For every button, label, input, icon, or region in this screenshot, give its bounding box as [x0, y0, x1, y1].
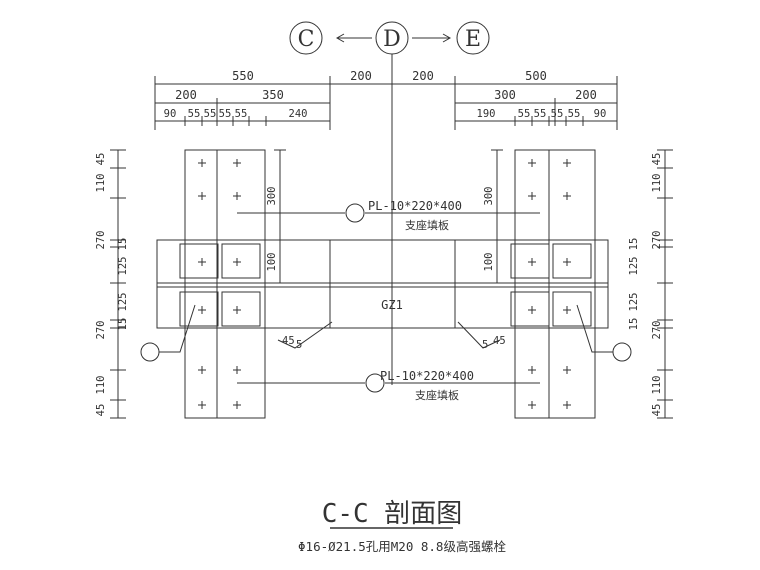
- dim-side-right-7: 15: [628, 318, 640, 331]
- bolt-hole-icon: [528, 366, 536, 374]
- bolt-hole-icon: [563, 366, 571, 374]
- right-end-plate: [514, 149, 596, 419]
- dim-side-left-9: 45: [95, 404, 107, 417]
- dim-right-row3-d: 55: [551, 108, 564, 120]
- dim-left-row2-a: 200: [175, 88, 197, 102]
- bolt-hole-icon: [198, 258, 206, 266]
- dim-side-right-1: 110: [651, 174, 663, 193]
- dim-side-right-6: 125: [628, 293, 640, 312]
- dim-right-row3-f: 90: [594, 108, 607, 120]
- grid-bubble-c: [289, 21, 323, 55]
- dim-right-row2-a: 300: [494, 88, 516, 102]
- bolt-hole-icon: [528, 258, 536, 266]
- grid-label-e: E: [465, 27, 481, 52]
- dim-left-row3-e: 55: [235, 108, 248, 120]
- bolt-hole-icon: [198, 401, 206, 409]
- bolt-hole-icon: [233, 366, 241, 374]
- bolt-hole-icon: [198, 159, 206, 167]
- dim-right-row3-a: 190: [477, 108, 496, 120]
- dim-left-row3-d: 55: [219, 108, 232, 120]
- dim-side-left-8: 270: [95, 321, 107, 340]
- plate-upper-sub: 支座填板: [405, 218, 449, 232]
- bolt-hole-icon: [528, 192, 536, 200]
- column-label: GZ1: [381, 298, 403, 312]
- plate-lower-label: PL-10*220*400: [380, 369, 474, 383]
- dim-inner-left-300: 300: [266, 187, 278, 206]
- bolt-hole-icon: [528, 401, 536, 409]
- weld-left-size: 5: [296, 339, 302, 351]
- bolt-note: Φ16-Ø21.5孔用M20 8.8级高强螺栓: [298, 539, 506, 554]
- section-title: C-C 剖面图: [322, 499, 463, 529]
- dim-inner-left-100: 100: [266, 253, 278, 272]
- left-end-plate: [184, 149, 266, 419]
- grid-label-c: C: [298, 27, 315, 52]
- dim-side-right-2: 45: [651, 153, 663, 166]
- dim-side-left-5: 125: [117, 257, 129, 276]
- bolt-hole-icon: [233, 401, 241, 409]
- dim-side-right-5: 125: [628, 257, 640, 276]
- grid-bubble-e: [456, 21, 490, 55]
- dim-right-row2-b: 200: [575, 88, 597, 102]
- dim-right-overall: 500: [525, 69, 547, 83]
- dim-inner-right-300: 300: [483, 187, 495, 206]
- dim-side-left-2: 45: [95, 153, 107, 166]
- weld-left-angle: 45: [282, 335, 295, 347]
- dim-side-right-8: 270: [651, 321, 663, 340]
- bolt-hole-icon: [233, 306, 241, 314]
- dim-side-left-10: 110: [95, 376, 107, 395]
- weld-right-size: 5: [482, 339, 488, 351]
- dim-left-overall: 550: [232, 69, 254, 83]
- dim-side-right-3: 270: [651, 231, 663, 250]
- bolt-hole-icon: [198, 306, 206, 314]
- weld-right-angle: 45: [493, 335, 506, 347]
- dim-side-left-1: 110: [95, 174, 107, 193]
- bolt-hole-icon: [233, 159, 241, 167]
- dim-right-row3-b: 55: [518, 108, 531, 120]
- plate-upper-label: PL-10*220*400: [368, 199, 462, 213]
- bolt-hole-icon: [563, 306, 571, 314]
- bolt-hole-icon: [563, 192, 571, 200]
- dim-right-row3-c: 55: [534, 108, 547, 120]
- dim-side-left-4: 15: [117, 238, 129, 251]
- bolt-hole-icon: [563, 401, 571, 409]
- dim-left-row3-b: 55: [188, 108, 201, 120]
- bolt-hole-icon: [233, 192, 241, 200]
- bolt-hole-icon: [233, 258, 241, 266]
- grid-label-d: D: [383, 27, 401, 52]
- dim-left-row2-b: 350: [262, 88, 284, 102]
- bolt-hole-icon: [528, 306, 536, 314]
- dim-center-right: 200: [412, 69, 434, 83]
- dim-side-left-3: 270: [95, 231, 107, 250]
- dim-side-right-9: 45: [651, 404, 663, 417]
- dim-center-left: 200: [350, 69, 372, 83]
- bolt-hole-icon: [198, 366, 206, 374]
- dim-side-left-7: 15: [117, 318, 129, 331]
- beam-section: [156, 239, 609, 329]
- dim-left-row3-a: 90: [164, 108, 177, 120]
- dim-inner-right-100: 100: [483, 253, 495, 272]
- plate-lower-sub: 支座填板: [415, 388, 459, 402]
- dim-right-row3-e: 55: [568, 108, 581, 120]
- dim-side-left-6: 125: [117, 293, 129, 312]
- bolt-hole-icon: [563, 159, 571, 167]
- dim-left-row3-f: 240: [289, 108, 308, 120]
- bolt-hole-icon: [563, 258, 571, 266]
- bolt-hole-icon: [198, 192, 206, 200]
- dim-side-right-4: 15: [628, 238, 640, 251]
- dim-side-right-10: 110: [651, 376, 663, 395]
- bolt-hole-icon: [528, 159, 536, 167]
- dim-left-row3-c: 55: [204, 108, 217, 120]
